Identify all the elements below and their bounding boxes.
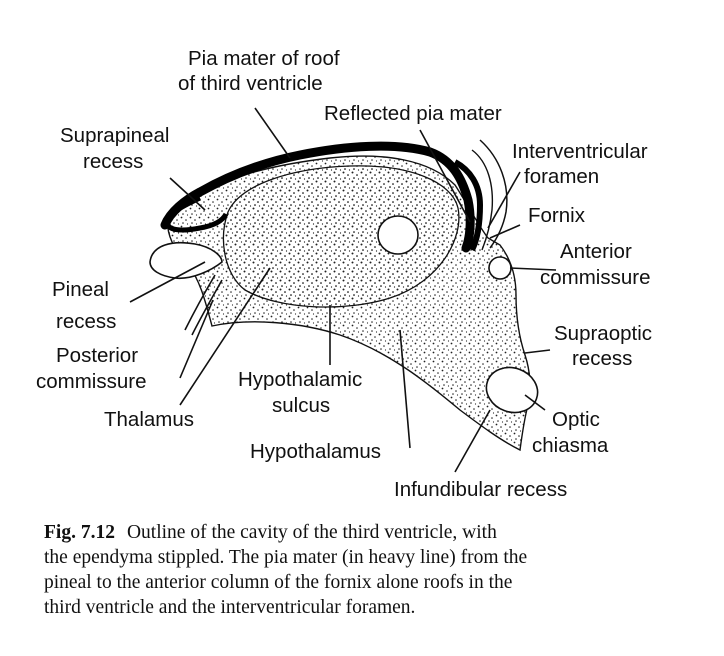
label-pineal-2: recess [56,310,116,333]
label-suprapineal-2: recess [83,150,143,173]
leader-lines [129,107,557,473]
caption-line-4: third ventricle and the interventricular… [44,597,416,618]
caption-line-1: Fig. 7.12 Outline of the cavity of the th… [44,520,714,545]
thalamus-outline [222,165,460,308]
figure-number: Fig. 7.12 [44,522,115,543]
optic-chiasma [485,366,539,414]
label-supraoptic-2: recess [572,347,632,370]
caption-text-1: Outline of the cavity of the third ventr… [126,522,497,543]
third-ventricle-diagram: Pia mater of roof of third ventricle Ref… [36,47,652,500]
caption-line-3: pineal to the anterior column of the for… [44,572,513,593]
label-pia-mater-roof-1: Pia mater of roof [188,47,340,70]
label-reflected-pia-mater: Reflected pia mater [324,102,502,125]
fornix-column [479,139,508,249]
reflected-pia-mater-line [453,159,484,252]
posterior-commissure [184,274,223,336]
reflected-pia-thin [471,149,494,251]
label-interventricular-2: foramen [524,165,599,188]
label-anterior-commissure-2: commissure [540,266,651,289]
label-infundibular-recess: Infundibular recess [394,478,567,500]
label-interventricular-1: Interventricular [512,140,648,163]
pineal-body [149,241,223,280]
label-anterior-commissure-1: Anterior [560,240,632,263]
figure-caption: Fig. 7.12 Outline of the cavity of the th… [44,520,714,620]
label-pia-mater-roof-2: of third ventricle [178,72,323,95]
label-posterior-commissure-1: Posterior [56,344,138,367]
pia-mater-roof-heavy-line [160,141,475,253]
label-thalamus: Thalamus [104,408,194,431]
label-suprapineal-1: Suprapineal [60,124,169,147]
caption-line-2: the ependyma stippled. The pia mater (in… [44,547,528,568]
label-optic-chiasma-1: Optic [552,408,600,431]
label-hypothalamic-sulcus-2: sulcus [272,394,330,417]
label-supraoptic-1: Supraoptic [554,322,652,345]
anterior-commissure [488,256,512,280]
label-fornix: Fornix [528,204,586,227]
label-hypothalamic-sulcus-1: Hypothalamic [238,368,362,391]
label-optic-chiasma-2: chiasma [532,434,609,457]
interthalamic-adhesion [377,215,419,255]
label-posterior-commissure-2: commissure [36,370,147,393]
suprapineal-recess-loop [165,195,229,233]
label-pineal-1: Pineal [52,278,109,301]
label-hypothalamus: Hypothalamus [250,440,381,463]
